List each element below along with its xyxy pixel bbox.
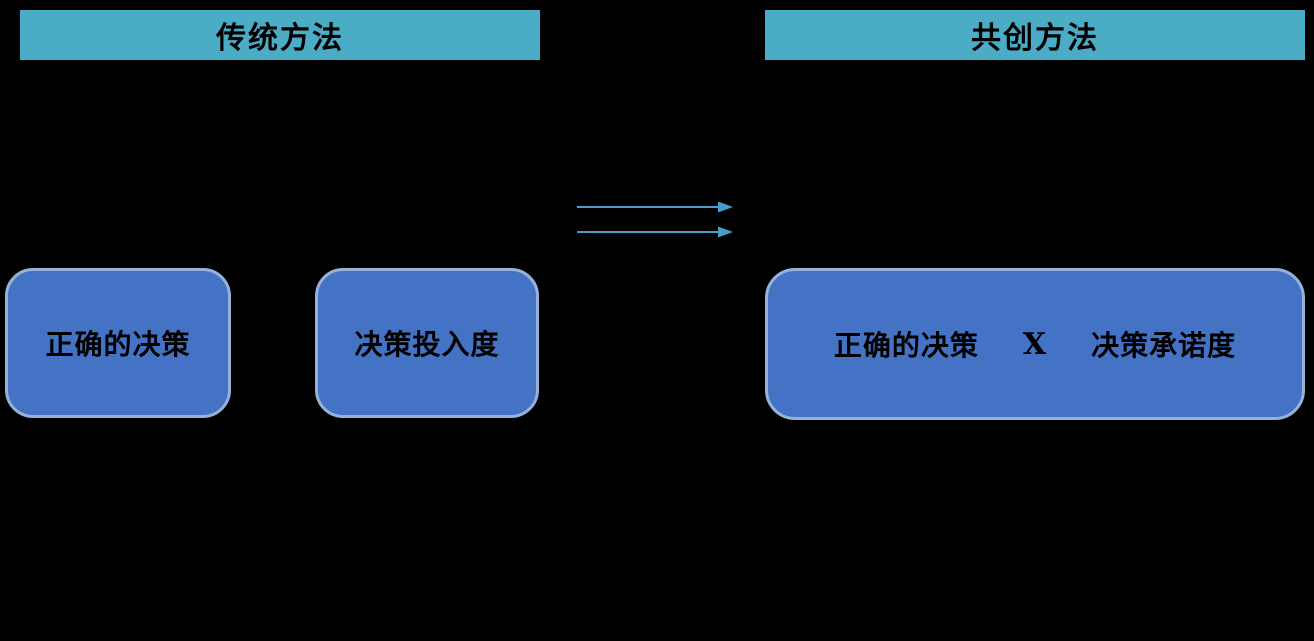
correct-decision-box: 正确的决策 <box>5 268 231 418</box>
right-arrow-icon <box>577 201 733 213</box>
transition-arrows <box>577 200 733 239</box>
formula-left-term: 正确的决策 <box>833 329 979 362</box>
decision-engagement-box: 决策投入度 <box>315 268 539 418</box>
cocreation-method-header: 共创方法 <box>765 10 1305 60</box>
right-arrow-icon <box>577 226 733 238</box>
cocreation-formula-box: 正确的决策 X 决策承诺度 <box>765 268 1305 420</box>
formula-multiply-operator: X <box>1022 326 1048 362</box>
traditional-method-header: 传统方法 <box>20 10 540 60</box>
formula-right-term: 决策承诺度 <box>1091 329 1237 362</box>
